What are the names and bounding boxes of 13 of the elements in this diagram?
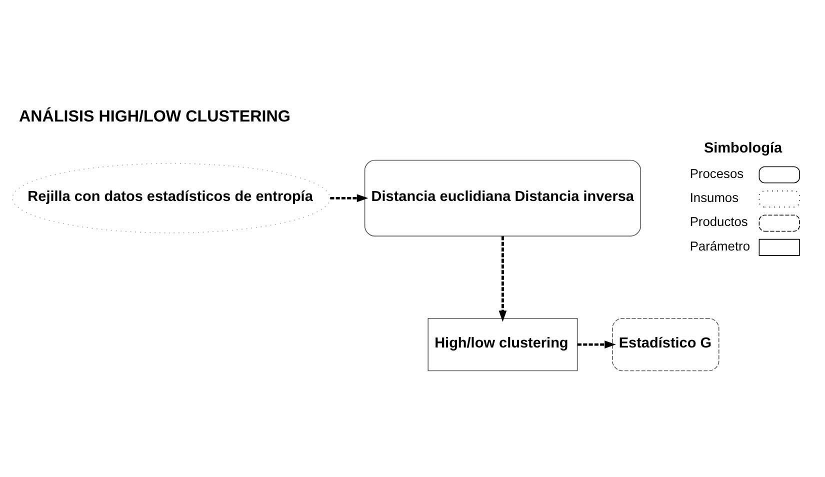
legend-label: Insumos (690, 190, 739, 206)
legend-label: Procesos (690, 166, 744, 181)
label: Simbología (704, 140, 782, 157)
node-box: Distancia euclidiana Distancia inversa (364, 160, 642, 236)
node-box: High/low clustering (428, 318, 578, 372)
arrow (498, 236, 507, 322)
arrow (330, 194, 368, 202)
node-box: Estadístico G (612, 318, 720, 372)
arrow (578, 340, 616, 349)
diagram-title: ANÁLISIS HIGH/LOW CLUSTERING (19, 108, 290, 126)
legend-label: Productos (690, 214, 748, 230)
legend-label: Parámetro (690, 238, 750, 254)
node-ellipse: Rejilla con datos estadísticos de entropía (12, 163, 330, 234)
